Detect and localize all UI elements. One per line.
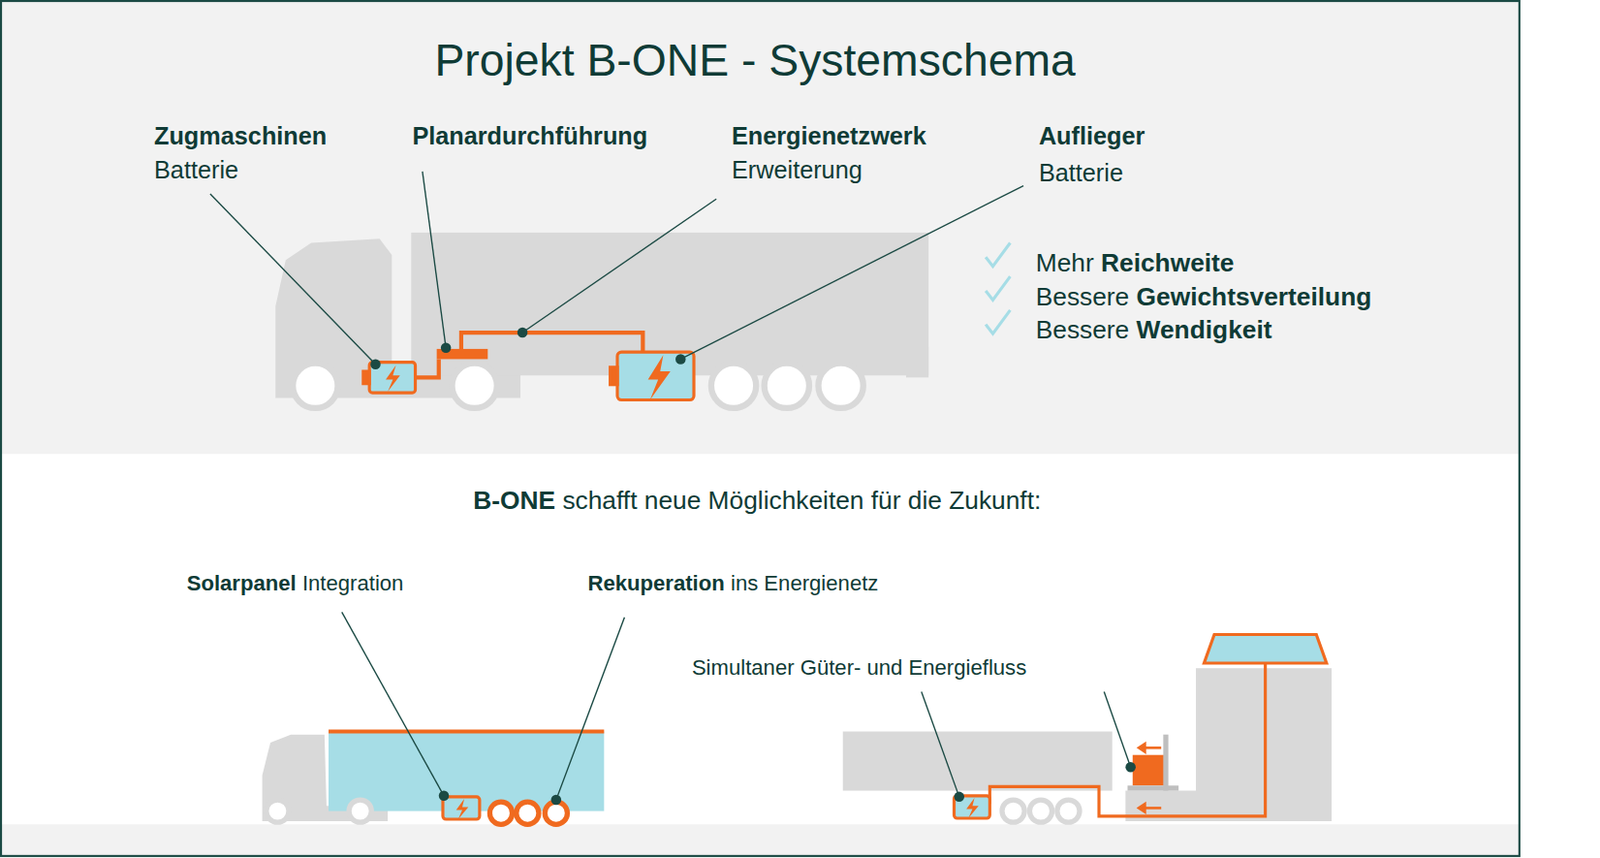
label-bold: Reichweite bbox=[1100, 248, 1234, 278]
label-text: Mehr bbox=[1035, 248, 1095, 278]
label-text: Bessere bbox=[1035, 282, 1130, 312]
diagram-title: Projekt B-ONE - Systemschema bbox=[434, 34, 1075, 87]
label-bold: Zugmaschinen bbox=[154, 122, 327, 151]
label-text: Bessere bbox=[1035, 314, 1130, 345]
label-text: Simultaner Güter- und Energiefluss bbox=[691, 655, 1027, 680]
label-bold: B-ONE bbox=[472, 485, 556, 515]
label-bold: Rekuperation bbox=[587, 570, 724, 596]
label-text: Erweiterung bbox=[731, 156, 863, 185]
label-text: Integration bbox=[302, 570, 404, 596]
label-text: Batterie bbox=[154, 156, 239, 185]
label-text: Batterie bbox=[1038, 158, 1124, 188]
label-bold: Energienetzwerk bbox=[731, 122, 927, 151]
label-text: ins Energienetz bbox=[730, 570, 879, 596]
label-text: schafft neue Möglichkeiten für die Zukun… bbox=[562, 485, 1041, 515]
label-bold: Auflieger bbox=[1038, 122, 1146, 151]
label-bold: Planardurchführung bbox=[411, 122, 648, 151]
label-bold: Wendigkeit bbox=[1136, 314, 1273, 345]
label-bold: Gewichtsverteilung bbox=[1136, 282, 1373, 312]
label-bold: Solarpanel bbox=[187, 570, 297, 596]
